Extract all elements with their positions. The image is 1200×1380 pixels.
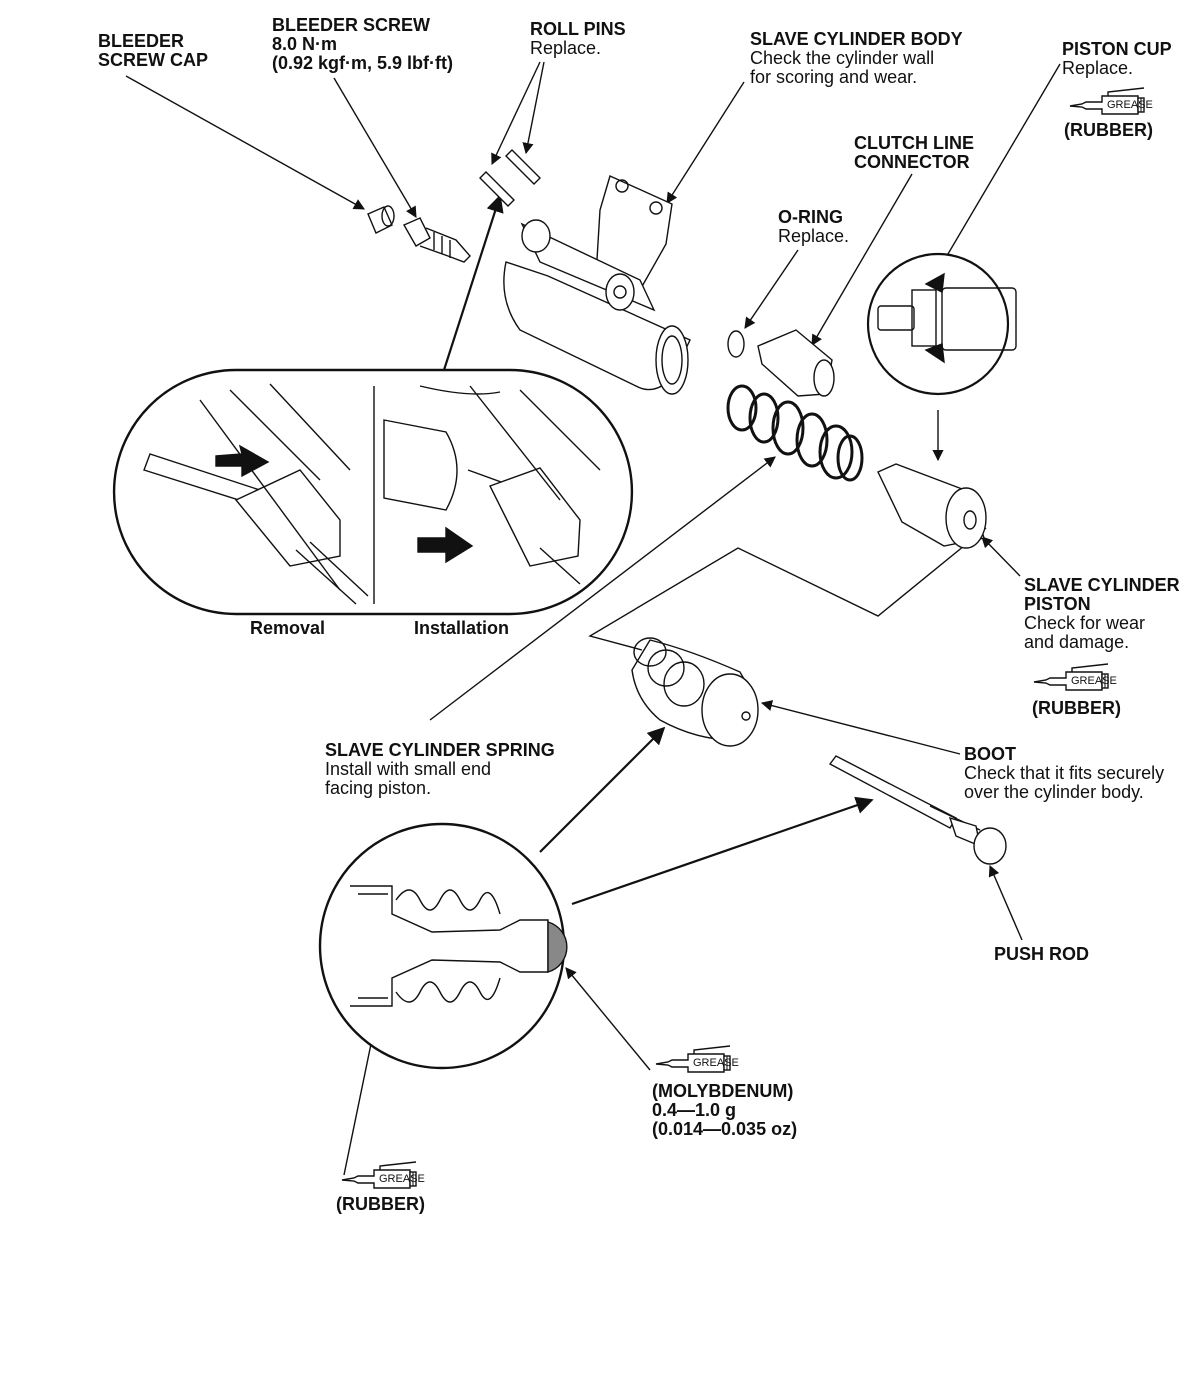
leader-piston <box>981 536 1021 577</box>
leader-roll-pin-1 <box>491 61 541 166</box>
leader-oring <box>744 249 799 329</box>
grease-type-rubber-piston: (RUBBER) <box>1032 698 1121 718</box>
label-piston-cup: PISTON CUP Replace. <box>1062 39 1172 78</box>
grease-gun-icon: GREASE <box>341 1161 425 1189</box>
roll-pins <box>479 149 541 207</box>
label-molybdenum: (MOLYBDENUM) 0.4—1.0 g (0.014—0.035 oz) <box>652 1081 798 1139</box>
bleeder-screw-cap <box>367 205 395 234</box>
svg-text:GREASE: GREASE <box>693 1057 739 1069</box>
arrow-inset <box>442 194 504 371</box>
slave-cylinder-piston <box>877 463 987 549</box>
clutch-line-connector <box>757 329 835 397</box>
leader-piston-cup <box>934 63 1061 277</box>
grease-gun-icon: GREASE <box>655 1045 739 1073</box>
boot-rod-detail <box>318 822 568 1070</box>
inset-caption-removal: Removal <box>250 618 326 638</box>
inset-caption-installation: Installation <box>414 618 510 638</box>
o-ring <box>727 330 745 358</box>
label-o-ring: O-RING Replace. <box>778 207 850 246</box>
svg-text:GREASE: GREASE <box>1071 675 1117 687</box>
leader-bleeder-screw <box>333 77 417 218</box>
label-bleeder-screw: BLEEDER SCREW 8.0 N·m (0.92 kgf·m, 5.9 l… <box>272 15 454 73</box>
slave-cylinder-spring <box>726 384 864 482</box>
leader-body <box>666 81 745 204</box>
leader-molybdenum <box>565 967 651 1071</box>
removal-installation-inset <box>112 368 634 616</box>
slave-cylinder-body <box>503 175 691 395</box>
leader-pushrod <box>988 864 1023 941</box>
alignment-line <box>588 527 987 651</box>
svg-text:GREASE: GREASE <box>379 1173 425 1185</box>
push-rod <box>828 755 1007 865</box>
grease-type-rubber-bottom: (RUBBER) <box>336 1194 425 1214</box>
boot <box>631 637 759 747</box>
arrow-detail-boot <box>539 726 666 853</box>
label-slave-cylinder-spring: SLAVE CYLINDER SPRING Install with small… <box>325 740 555 798</box>
arrow-detail-rod <box>571 796 874 906</box>
leader-connector <box>811 173 913 346</box>
leader-bleeder-cap <box>125 75 365 210</box>
label-clutch-line-connector: CLUTCH LINE CONNECTOR <box>854 133 974 172</box>
label-slave-cylinder-body: SLAVE CYLINDER BODY Check the cylinder w… <box>750 29 963 87</box>
label-boot: BOOT Check that it fits securely over th… <box>964 744 1165 802</box>
grease-gun-icon: GREASE <box>1069 87 1153 115</box>
bleeder-screw <box>403 217 471 263</box>
piston-cup-detail <box>866 252 1017 396</box>
label-push-rod: PUSH ROD <box>994 944 1090 964</box>
leader-roll-pin-2 <box>522 61 545 155</box>
label-roll-pins: ROLL PINS Replace. <box>530 19 626 58</box>
grease-type-rubber-piston-cup: (RUBBER) <box>1064 120 1153 140</box>
leader-spring <box>429 456 776 721</box>
grease-gun-icon: GREASE <box>1033 663 1117 691</box>
label-bleeder-screw-cap: BLEEDER SCREW CAP <box>98 31 209 70</box>
leader-boot <box>760 700 961 755</box>
label-slave-cylinder-piston: SLAVE CYLINDER PISTON Check for wear and… <box>1024 575 1180 652</box>
svg-text:GREASE: GREASE <box>1107 99 1153 111</box>
